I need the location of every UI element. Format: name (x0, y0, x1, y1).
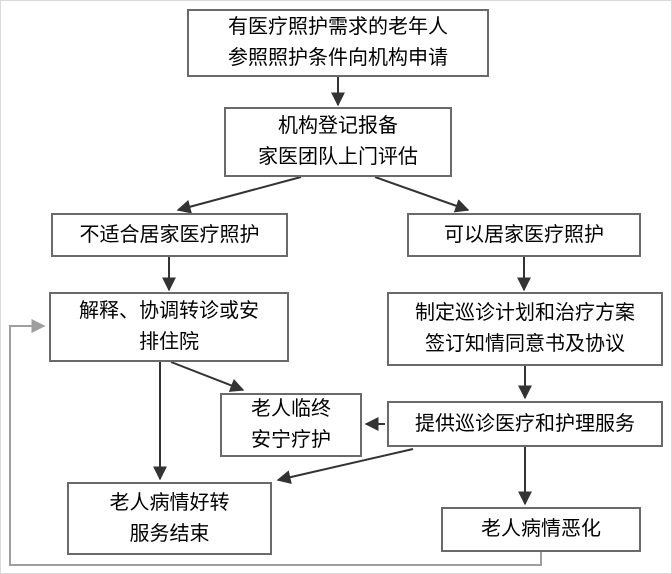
node-text-line: 不适合居家医疗照护 (79, 223, 260, 246)
node-condition-worsened: 老人病情恶化 (441, 507, 641, 552)
node-refer-or-hospitalize: 解释、协调转诊或安 排住院 (49, 292, 289, 362)
node-text-line: 有医疗照护需求的老年人 (228, 16, 448, 38)
node-text-line: 家医团队上门评估 (258, 146, 418, 168)
arrow-service-to-improve (276, 448, 414, 485)
node-text-line: 参照照护条件向机构申请 (228, 47, 448, 69)
node-unsuitable-home-care: 不适合居家医疗照护 (51, 213, 288, 257)
arrow-register-to-unsuitable (176, 176, 302, 214)
node-text-line: 老人临终 (251, 398, 331, 420)
arrow-refer-to-hospice (170, 361, 245, 392)
arrow-register-to-suitable (374, 176, 470, 213)
node-provide-visit-service: 提供巡诊医疗和护理服务 (387, 401, 663, 447)
node-text-line: 制定巡诊计划和治疗方案 (415, 302, 635, 324)
node-text-line: 排住院 (139, 331, 199, 353)
node-text-line: 老人病情恶化 (481, 518, 601, 540)
node-suitable-home-care: 可以居家医疗照护 (407, 213, 641, 257)
node-hospice-care: 老人临终 安宁疗护 (220, 393, 362, 457)
node-text-line: 机构登记报备 (278, 115, 398, 137)
node-text-line: 签订知情同意书及协议 (425, 333, 625, 355)
node-text-line: 安宁疗护 (251, 429, 331, 451)
node-apply-request: 有医疗照护需求的老年人 参照照护条件向机构申请 (187, 9, 489, 77)
node-text-line: 解释、协调转诊或安 (79, 300, 259, 322)
node-make-plan-sign-consent: 制定巡诊计划和治疗方案 签订知情同意书及协议 (387, 292, 663, 366)
node-text-line: 提供巡诊医疗和护理服务 (415, 412, 635, 435)
node-register-assess: 机构登记报备 家医团队上门评估 (224, 107, 452, 177)
node-text-line: 可以居家医疗照护 (444, 223, 604, 246)
node-text-line: 老人病情好转 (109, 491, 230, 514)
node-text-line: 服务结束 (129, 522, 210, 545)
node-condition-improved-end: 老人病情好转 服务结束 (67, 482, 272, 555)
arrow-worsen-feedback-to-refer (9, 319, 542, 566)
